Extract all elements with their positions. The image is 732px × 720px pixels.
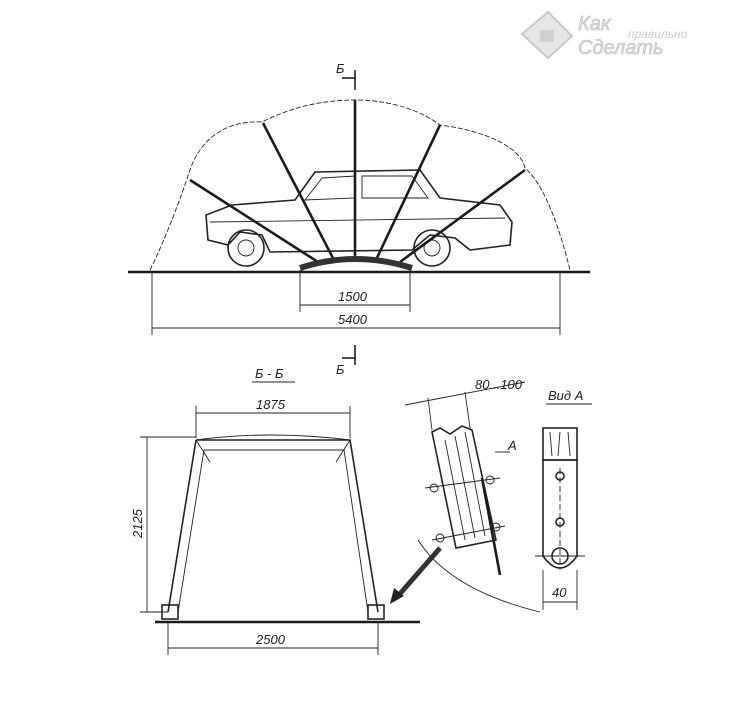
side-view: Б Б 1500 5400: [128, 61, 590, 377]
dim-1875: 1875: [256, 397, 286, 412]
tent-cover: [149, 99, 571, 271]
watermark-word-1: Как: [578, 13, 612, 35]
detail-view: 80...100 А Вид А 40: [390, 377, 592, 613]
dimension-lines: [151, 270, 561, 335]
tent-ribs: [189, 100, 526, 271]
detail-circle: [417, 539, 541, 613]
view-a-title: Вид А: [548, 388, 583, 403]
dim-5400: 5400: [338, 312, 368, 327]
car-silhouette: [205, 169, 513, 267]
dim-1500: 1500: [338, 289, 368, 304]
dim-40: 40: [552, 585, 567, 600]
section-view: Б - Б 1875 2125 2500: [130, 366, 420, 655]
wooden-post: [431, 425, 497, 549]
watermark-word-3: Сделать: [578, 37, 664, 59]
section-label-bottom: Б: [336, 362, 345, 377]
section-title: Б - Б: [255, 366, 284, 381]
detail-arrow: [396, 546, 442, 598]
watermark-logo: Как правильно Сделать: [520, 10, 688, 60]
view-arrow-label: А: [507, 438, 517, 453]
steel-strip: [480, 477, 502, 576]
section-label-top: Б: [336, 61, 345, 76]
watermark-word-2: правильно: [628, 27, 688, 41]
dim-2125: 2125: [130, 508, 145, 539]
dim-80-100: 80...100: [475, 377, 523, 392]
dim-2500: 2500: [255, 632, 286, 647]
